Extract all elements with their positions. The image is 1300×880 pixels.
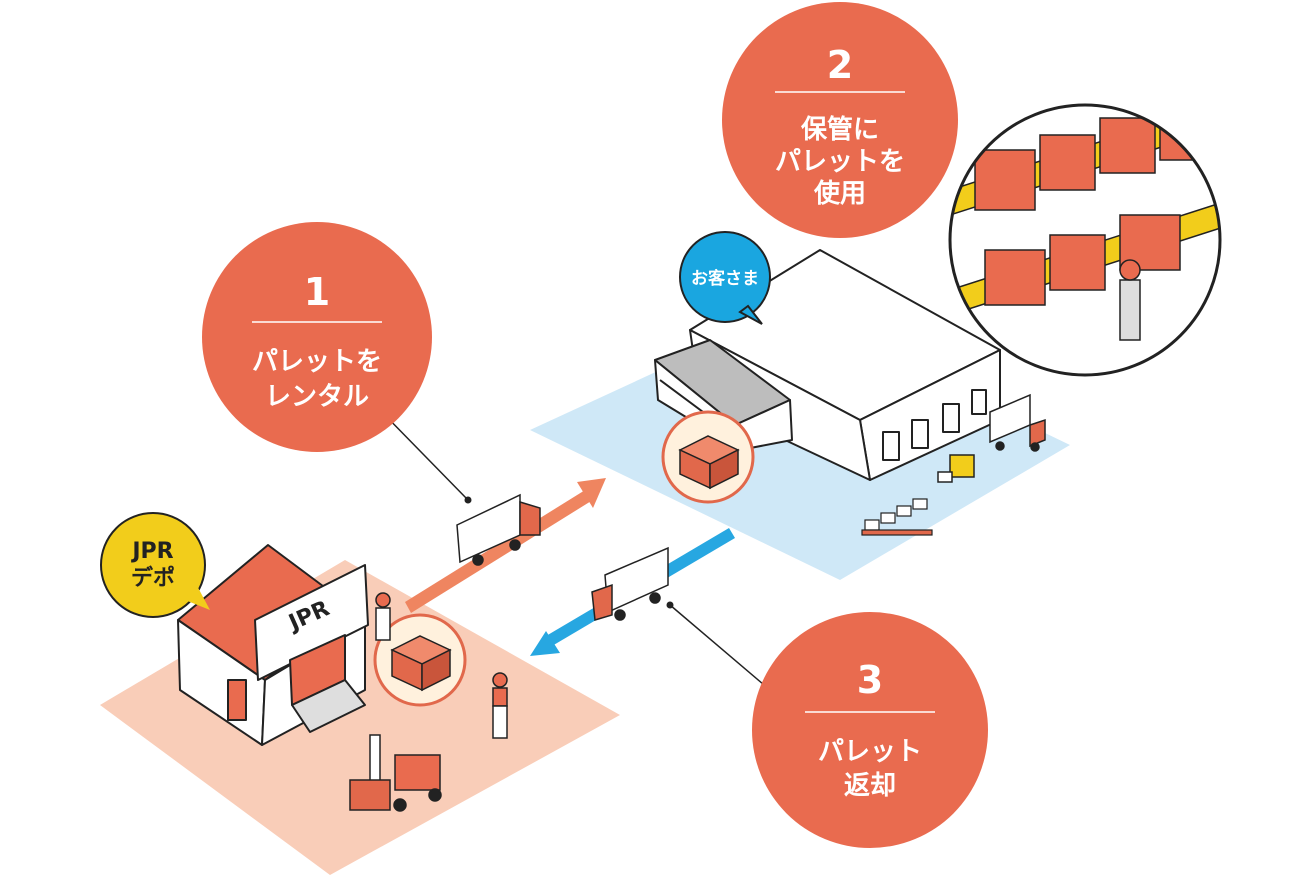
customer-bubble-label: お客さま	[691, 268, 759, 289]
rack-zoom-view	[948, 103, 1222, 377]
leader-dot-3	[666, 601, 674, 609]
step-3-label-line1: パレット	[818, 737, 922, 767]
depot-pallet-badge	[373, 613, 467, 707]
depot-worker-2	[492, 672, 508, 739]
step-1-label-line2: レンタル	[265, 382, 369, 412]
leader-line-3	[669, 604, 771, 691]
depot-worker-1	[375, 592, 391, 641]
customer-pallet-row	[861, 498, 933, 536]
step-2-label-line3: 使用	[813, 179, 866, 209]
delivery-truck	[456, 493, 541, 566]
step-3-number: 3	[857, 658, 883, 702]
depot-bubble-line2: デポ	[131, 565, 175, 591]
outbound-arrow	[405, 478, 606, 613]
step-2-circle	[722, 2, 958, 238]
depot-forklift	[349, 734, 442, 812]
step-2-number: 2	[827, 43, 853, 87]
step-2-label-line1: 保管に	[800, 115, 879, 145]
step-2: 2 保管に パレットを 使用	[722, 2, 958, 238]
customer-pallet-badge	[661, 410, 755, 504]
return-truck	[591, 546, 669, 621]
step-1-number: 1	[304, 270, 330, 314]
depot-bubble: JPR デポ	[100, 512, 210, 618]
step-3-label-line2: 返却	[844, 771, 896, 801]
customer-truck	[989, 393, 1046, 452]
customer-bubble: お客さま	[679, 231, 771, 325]
step-1-label-line1: パレットを	[252, 347, 382, 377]
step-3-circle	[752, 612, 988, 848]
step-1-circle	[202, 222, 432, 452]
leader-line-1	[379, 409, 469, 501]
jpr-depot-building	[177, 544, 369, 746]
leader-dot-1	[464, 496, 472, 504]
customer-forklift	[937, 454, 975, 483]
step-3: 3 パレット 返却	[752, 612, 988, 848]
depot-bubble-line1: JPR	[130, 539, 173, 564]
step-2-label-line2: パレットを	[775, 147, 905, 177]
step-1: 1 パレットを レンタル	[202, 222, 432, 452]
